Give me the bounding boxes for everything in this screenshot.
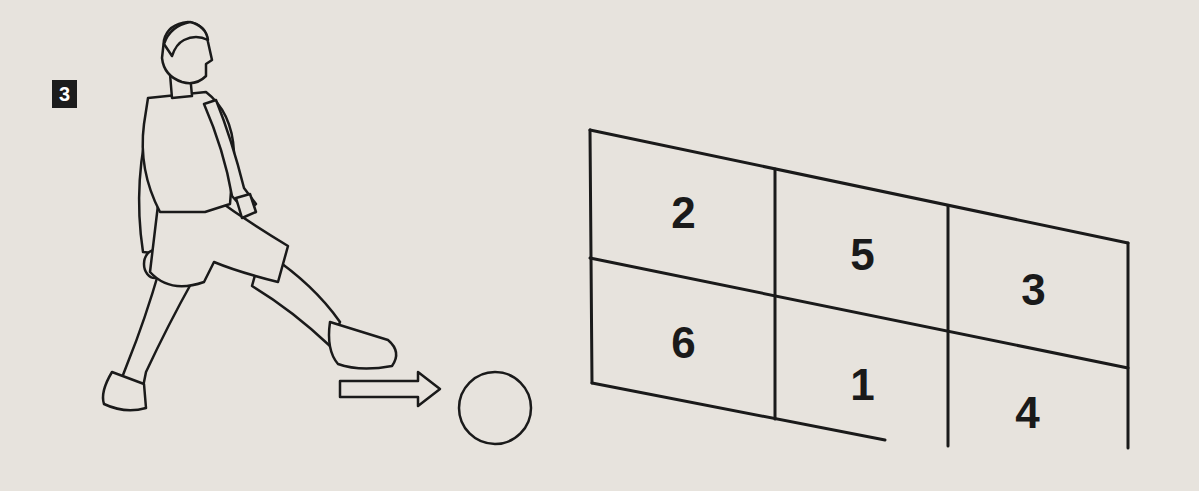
zone-number: 1	[850, 363, 874, 407]
goal-zone: 2	[666, 186, 701, 240]
goal-grid	[590, 130, 1128, 448]
direction-arrow	[340, 372, 440, 406]
zone-number: 6	[671, 321, 695, 365]
goal-zone: 3	[1016, 263, 1051, 317]
zone-number: 4	[1015, 391, 1039, 435]
goal-zone: 5	[845, 228, 880, 282]
zone-number: 3	[1021, 268, 1045, 312]
zone-number: 5	[850, 233, 874, 277]
goal-zone: 4	[1010, 386, 1045, 440]
ball	[459, 372, 531, 444]
exercise-number-box: 3	[52, 80, 77, 108]
goal-zone: 6	[666, 316, 701, 370]
zone-number: 2	[671, 191, 695, 235]
goal-zone: 1	[845, 358, 880, 412]
kicker-figure	[103, 22, 396, 410]
exercise-number: 3	[59, 84, 70, 104]
